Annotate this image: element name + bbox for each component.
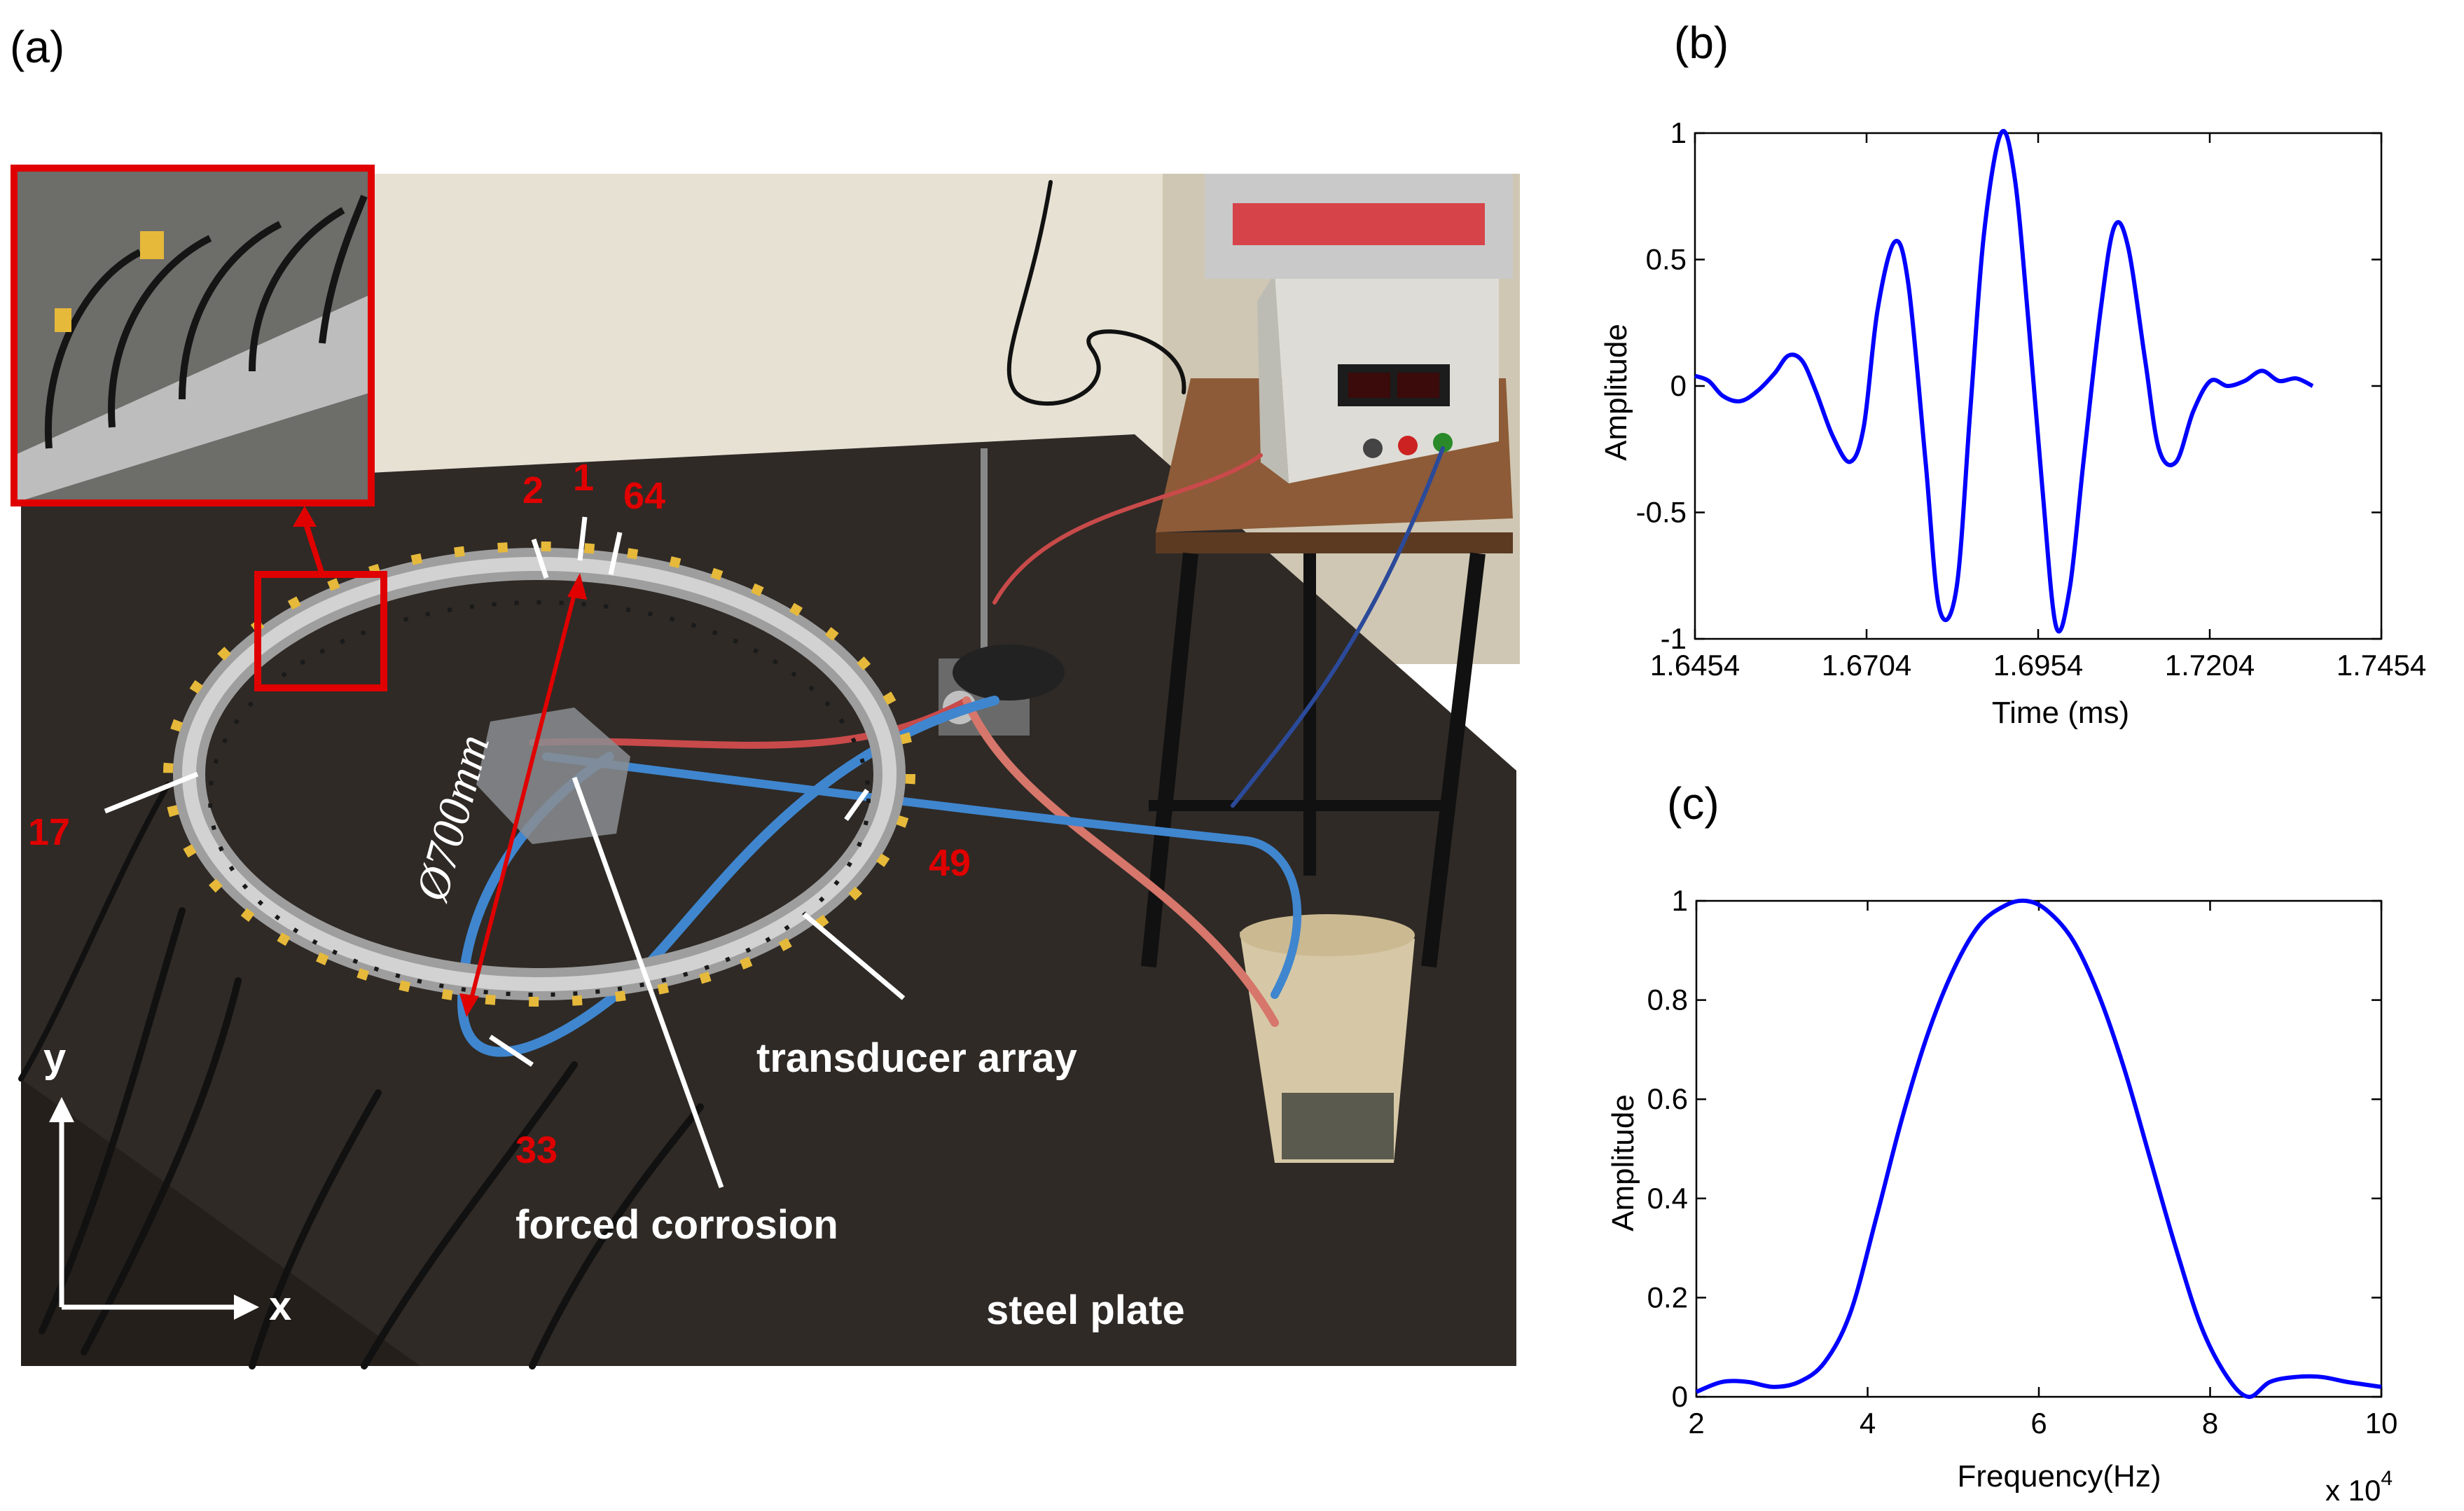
axis-label-x: x xyxy=(269,1283,291,1329)
sensor-number-33: 33 xyxy=(515,1129,558,1171)
experimental-setup-photo: 2 1 64 17 49 33 Ø700mm transducer array … xyxy=(11,165,1520,1369)
panel-label-c: (c) xyxy=(1667,778,1719,829)
x-tick-label: 10 xyxy=(2365,1407,2398,1440)
label-forced-corrosion: forced corrosion xyxy=(515,1202,838,1248)
x-tick-label: 2 xyxy=(1688,1407,1704,1440)
x-tick-label: 1.6454 xyxy=(1650,649,1740,682)
sensor-number-64: 64 xyxy=(623,475,665,517)
y-tick-label: -0.5 xyxy=(1636,496,1687,529)
y-tick-label: 0.4 xyxy=(1647,1182,1688,1215)
x-multiplier-exponent: 4 xyxy=(2381,1467,2393,1490)
x-axis-label-c: Frequency(Hz) xyxy=(1958,1459,2161,1493)
series-line xyxy=(1694,129,2314,634)
coordinate-axes xyxy=(49,1097,259,1320)
power-supply xyxy=(1257,252,1499,483)
x-multiplier-c: x 104 xyxy=(2325,1467,2393,1507)
y-tick-label: 0 xyxy=(1670,369,1687,402)
corrosion-patch xyxy=(476,708,630,844)
x-multiplier-base: x 10 xyxy=(2325,1474,2381,1507)
x-tick-label: 8 xyxy=(2202,1407,2218,1440)
y-tick-label: 0 xyxy=(1672,1380,1688,1413)
y-tick-label: -1 xyxy=(1661,622,1687,655)
chart-frequency-spectrum: 2 4 6 8 10 0 0.2 0.4 0.6 0.8 1 Frequency(Hz) Ampli… xyxy=(1606,884,2398,1507)
zoom-arrow xyxy=(302,518,325,576)
y-tick-label: 0.5 xyxy=(1646,243,1687,276)
x-tick-label: 1.6954 xyxy=(1993,649,2083,682)
x-tick-label: 1.6704 xyxy=(1822,649,1911,682)
x-tick-label: 4 xyxy=(1860,1407,1876,1440)
y-tick-label: 1 xyxy=(1672,884,1688,917)
plate-shadow xyxy=(21,1079,420,1366)
steel-plate xyxy=(21,434,1516,1366)
plot-area-c: 2 4 6 8 10 0 0.2 0.4 0.6 0.8 1 xyxy=(1647,884,2398,1440)
y-tick-label: 0.6 xyxy=(1647,1082,1688,1115)
sensor-number-17: 17 xyxy=(28,811,70,853)
plot-frame xyxy=(1694,132,2383,640)
sensor-number-2: 2 xyxy=(522,469,544,511)
y-tick-label: 0.8 xyxy=(1647,984,1688,1016)
axis-label-y: y xyxy=(43,1035,66,1081)
x-axis-label-b: Time (ms) xyxy=(1992,696,2129,730)
label-steel-plate: steel plate xyxy=(986,1288,1185,1333)
label-transducer-array: transducer array xyxy=(756,1035,1077,1081)
cables xyxy=(18,180,1445,1369)
sensor-pointers xyxy=(104,516,906,1189)
plot-area-b: 1.6454 1.6704 1.6954 1.7204 1.7454 -1 -0.5 0 0.5… xyxy=(1636,116,2427,682)
inset-zoom xyxy=(11,165,375,506)
plot-frame xyxy=(1695,899,2383,1398)
y-tick-label: 1 xyxy=(1670,116,1687,149)
sensor-number-49: 49 xyxy=(929,842,971,884)
panel-label-a: (a) xyxy=(10,22,65,72)
x-tick-label: 1.7204 xyxy=(2165,649,2255,682)
pump-stand xyxy=(939,448,1065,736)
chart-time-signal: 1.6454 1.6704 1.6954 1.7204 1.7454 -1 -0.5 0 0.5… xyxy=(1599,116,2427,730)
y-axis-label-c: Amplitude xyxy=(1606,1094,1640,1231)
series-line xyxy=(1695,898,2382,1399)
sensor-number-1: 1 xyxy=(573,457,594,499)
diameter-arrow xyxy=(469,588,578,1002)
y-axis-label-b: Amplitude xyxy=(1599,324,1633,461)
x-tick-label: 1.7454 xyxy=(2337,649,2426,682)
bucket xyxy=(1240,914,1415,1163)
panel-label-b: (b) xyxy=(1674,18,1729,68)
x-tick-label: 6 xyxy=(2030,1407,2047,1440)
y-tick-label: 0.2 xyxy=(1647,1281,1688,1313)
